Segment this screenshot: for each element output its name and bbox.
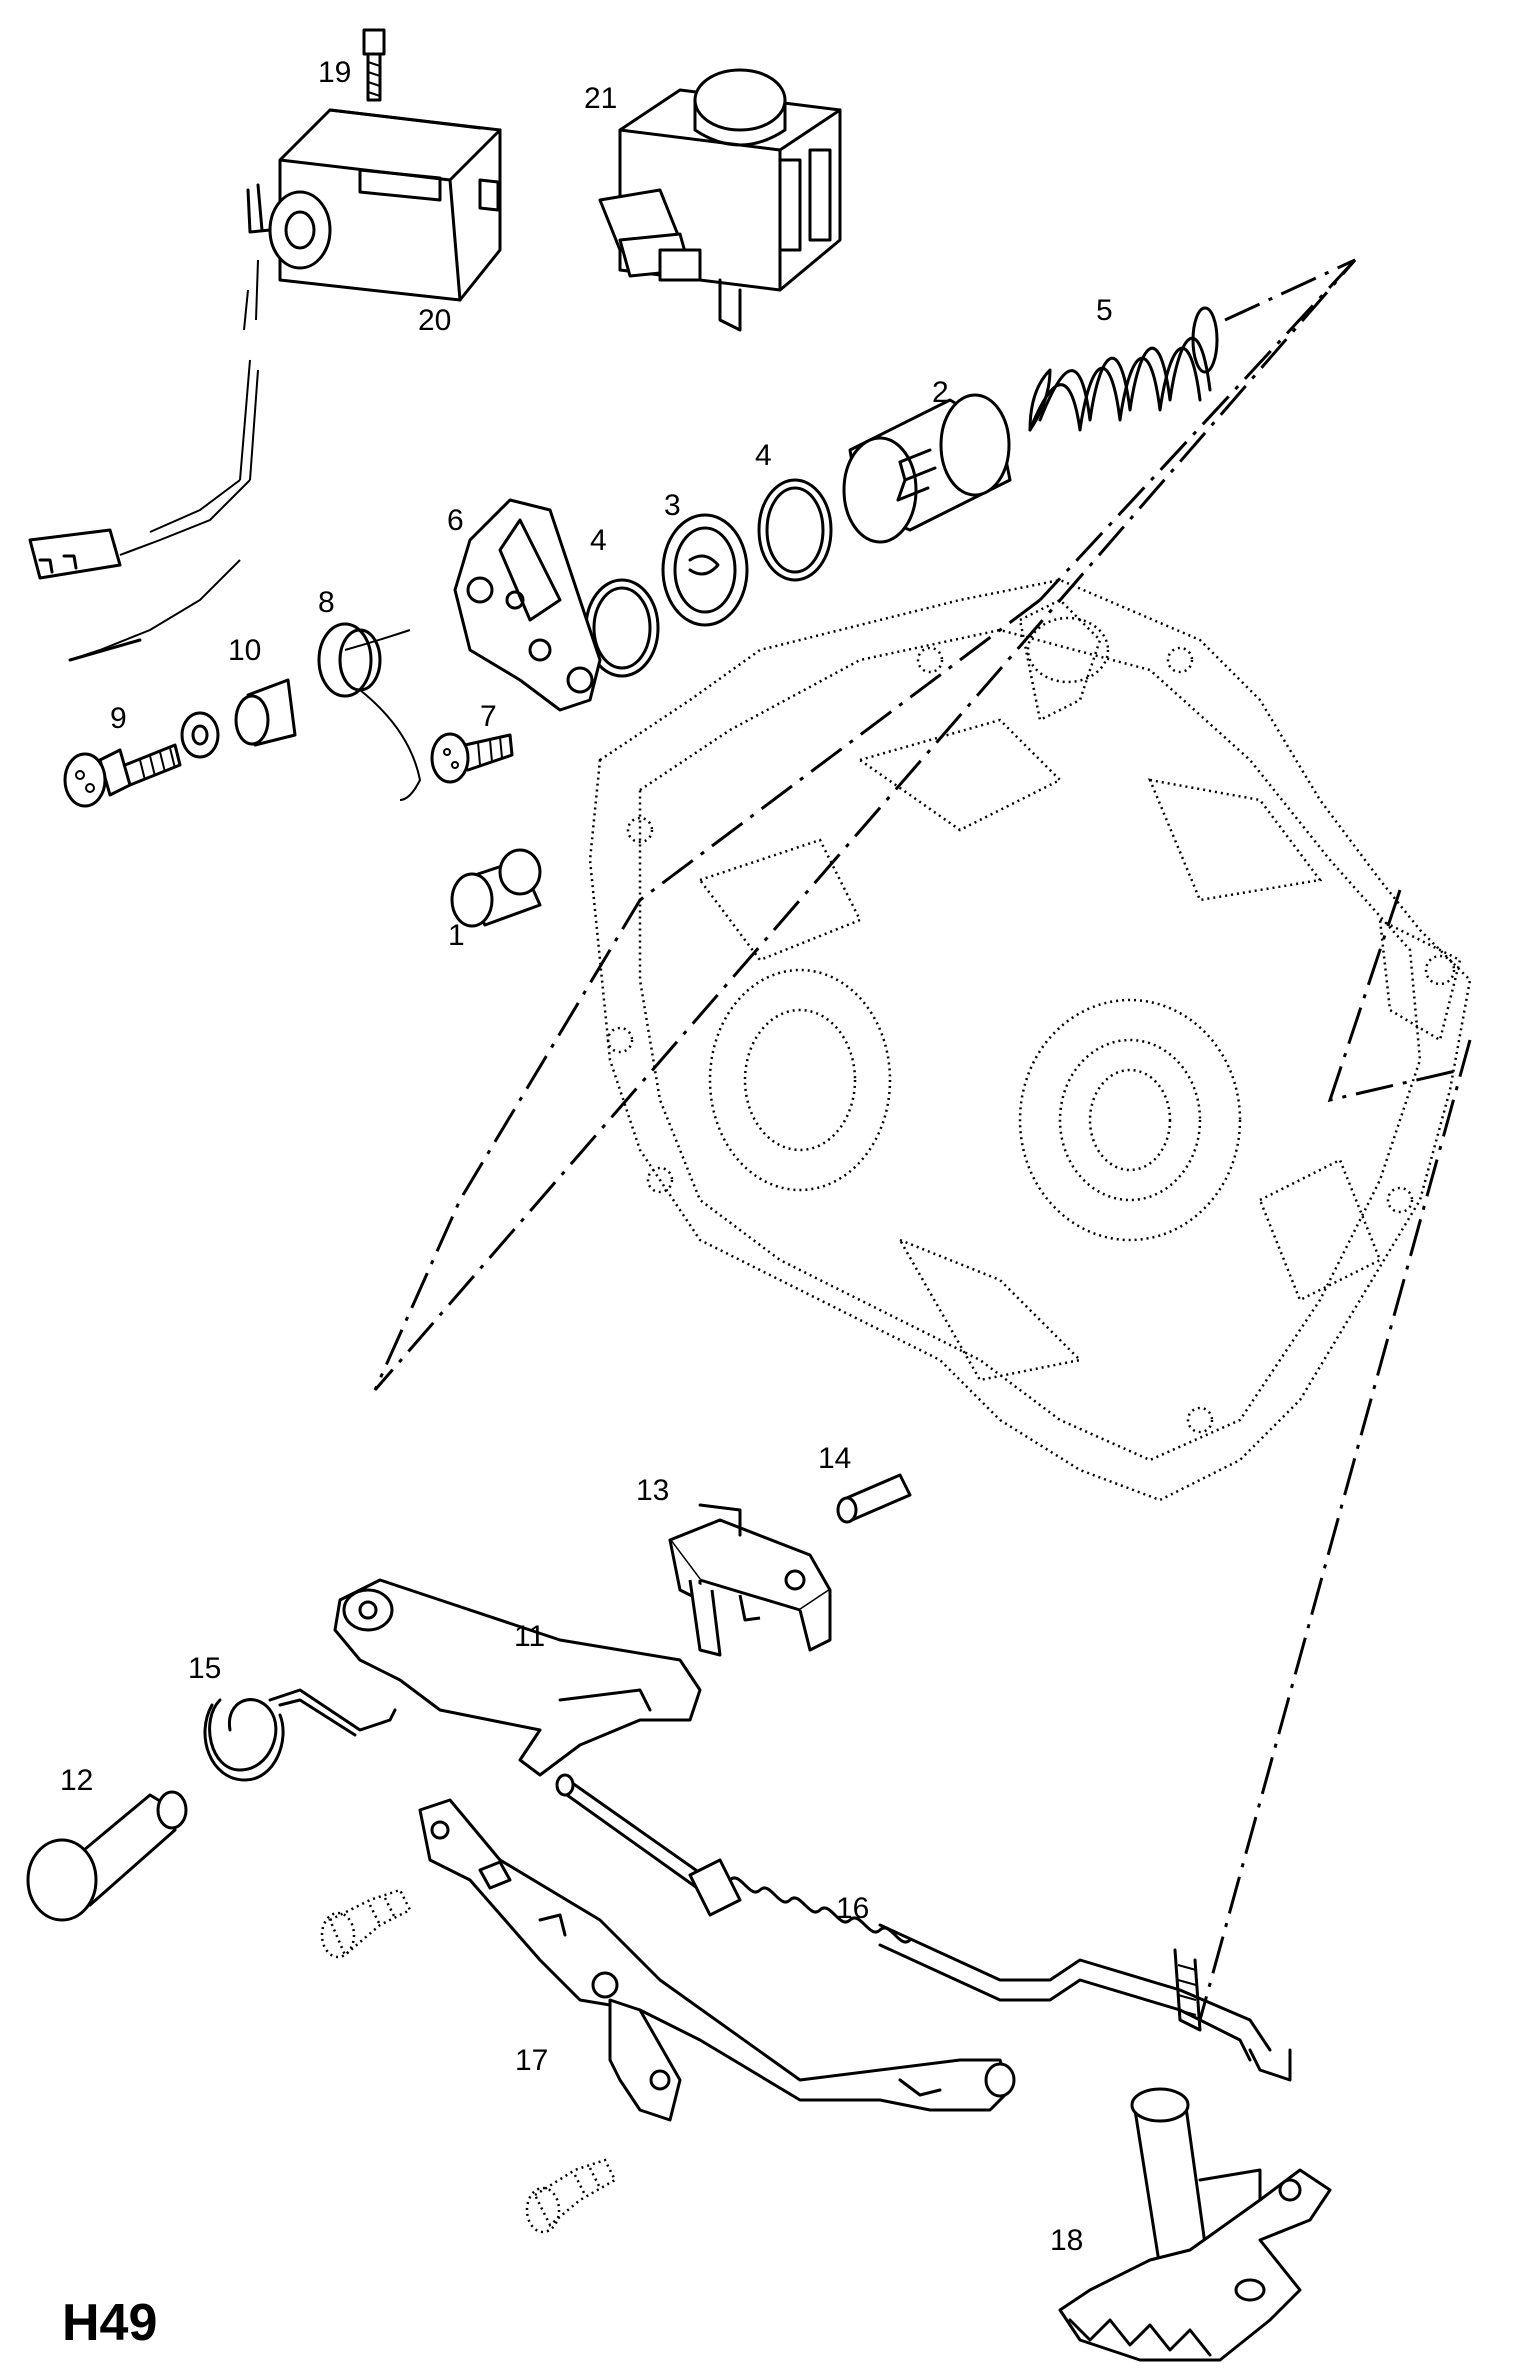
callout-14: 14 (818, 1442, 851, 1475)
dotted-bolts (320, 1888, 617, 2234)
part-11-lever (333, 1578, 702, 1777)
callout-12: 12 (60, 1764, 93, 1797)
part-20-solenoid (28, 108, 502, 662)
part-12-pivot-pin (26, 1790, 188, 1922)
callout-2: 2 (932, 376, 949, 409)
part-6-plate (453, 498, 602, 712)
part-15-torsion-spring (203, 1688, 397, 1782)
part-19-screw (362, 28, 386, 102)
part-18-selector-shaft (1058, 1948, 1332, 2362)
callout-labels: 1 2 3 4 4 5 6 7 8 9 10 11 12 13 14 15 16… (60, 56, 1113, 2257)
part-14-pin (836, 1473, 912, 1524)
callout-18: 18 (1050, 2224, 1083, 2257)
callout-3: 3 (664, 489, 681, 522)
callout-8: 8 (318, 586, 335, 619)
part-1-bush (450, 848, 542, 928)
part-13-bracket (668, 1503, 832, 1657)
callout-9: 9 (110, 702, 127, 735)
callout-7: 7 (480, 700, 497, 733)
callout-11: 11 (514, 1620, 545, 1653)
callout-20: 20 (418, 304, 451, 337)
callout-6: 6 (447, 504, 464, 537)
callout-13: 13 (636, 1474, 669, 1507)
callout-1: 1 (448, 919, 465, 952)
part-5-spring (1028, 306, 1219, 432)
part-16-rod-spring (555, 1773, 1292, 2082)
figure-code: H49 (62, 2294, 157, 2352)
part-8-clip (317, 622, 422, 801)
callout-4-upper: 4 (755, 439, 772, 472)
transmission-housing (588, 578, 1472, 1502)
callout-15: 15 (188, 1652, 221, 1685)
part-2-piston (842, 393, 1012, 544)
part-9-bolt (63, 711, 220, 808)
callout-21: 21 (584, 82, 617, 115)
part-4-seal-ring-upper (757, 478, 833, 582)
callout-17: 17 (515, 2044, 548, 2077)
callout-19: 19 (318, 56, 351, 89)
callout-10: 10 (228, 634, 261, 667)
assembly-guide-lines (373, 258, 1472, 2021)
part-3-piston-ring (661, 513, 749, 627)
callout-5: 5 (1096, 294, 1113, 327)
callout-16: 16 (836, 1892, 869, 1925)
part-7-small-bolt (430, 732, 514, 784)
part-21-valve-block (598, 68, 842, 332)
part-10-bush (234, 678, 297, 747)
part-17-long-lever (418, 1798, 1016, 2122)
callout-4-lower: 4 (590, 524, 607, 557)
